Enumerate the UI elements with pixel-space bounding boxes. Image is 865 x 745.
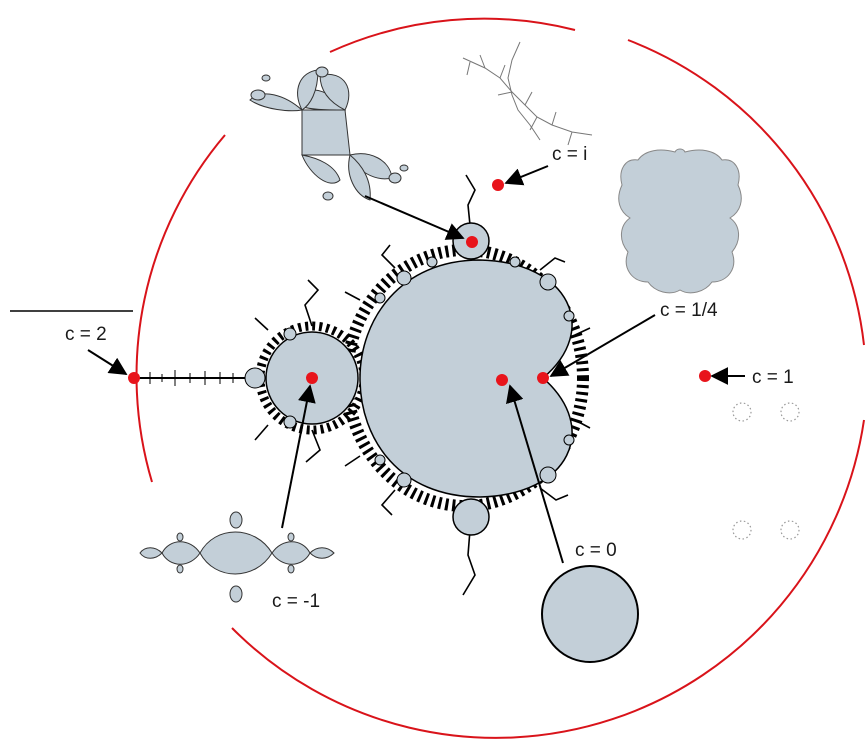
julia-set-rabbit [249,66,409,201]
point-c-minus-1 [306,372,318,384]
point-rabbit [466,236,478,248]
julia-set-c-0 [541,565,639,663]
mandelbrot-set [135,174,591,596]
point-c-quarter [537,372,549,384]
arrow-rabbit [364,195,465,240]
point-c0 [496,374,508,386]
label-c-quarter: c = 1/4 [660,300,718,321]
julia-set-c-minus-1 [139,511,335,603]
arrow-c0 [506,384,564,564]
point-c2 [128,372,140,384]
arrow-c-quarter [549,314,656,377]
arrow-c-i [504,165,549,186]
arrows [87,165,745,564]
julia-set-c-i [462,41,593,146]
point-c1 [699,370,711,382]
arrow-c2 [87,349,128,375]
arrow-c-minus-1 [281,384,316,529]
julia-set-c-1-dust [732,402,800,540]
label-c-i: c = i [552,144,587,165]
escape-radius-circle [135,17,865,739]
julia-set-c-quarter [618,148,742,294]
label-c0: c = 0 [575,540,617,561]
label-c-minus-1: c = -1 [272,591,320,612]
point-c-i [492,179,504,191]
label-c2: c = 2 [65,324,107,345]
label-c1: c = 1 [752,367,794,388]
parameter-points [128,179,711,386]
